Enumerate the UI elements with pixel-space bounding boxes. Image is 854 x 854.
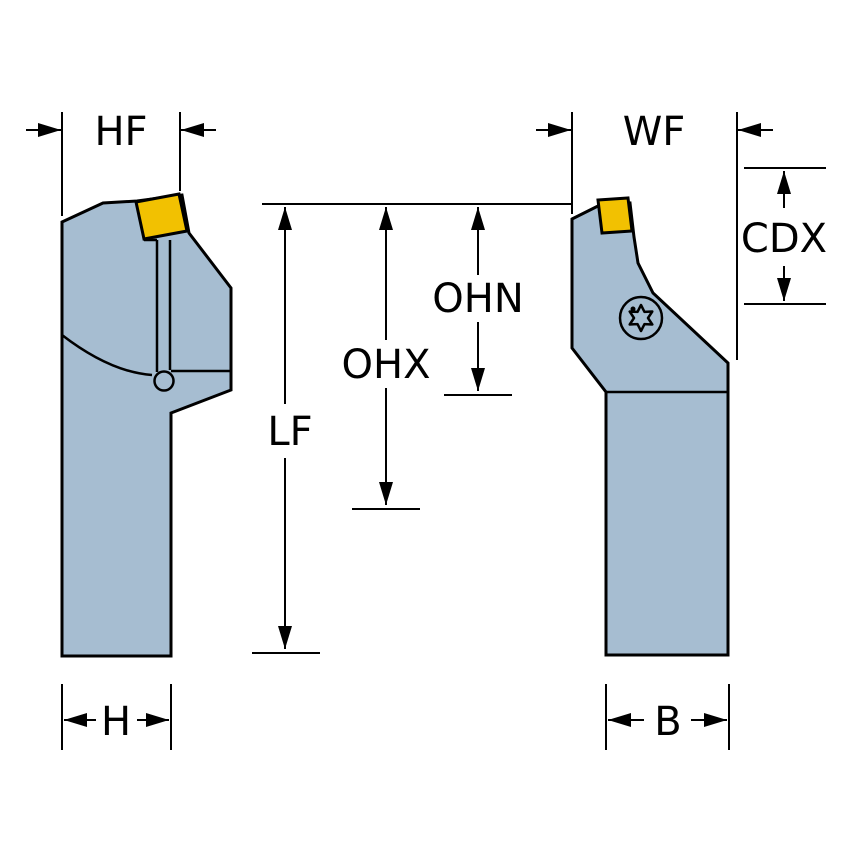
wf-label: WF [623, 109, 686, 155]
screw-highlight-dot [630, 306, 636, 312]
slot-relief-hole [153, 370, 175, 392]
dim-lf: LF [252, 207, 320, 654]
dim-b: B [605, 684, 730, 750]
insert-left-view [134, 192, 189, 241]
ohn-label: OHN [432, 276, 523, 322]
lf-label: LF [267, 409, 312, 455]
insert-right-view [596, 196, 634, 235]
hf-label: HF [94, 109, 147, 155]
clamp-screw [618, 295, 664, 341]
h-label: H [101, 699, 131, 745]
dim-h: H [61, 684, 172, 750]
right-view-body [570, 201, 730, 657]
right-view [570, 196, 730, 657]
dim-ohx: OHX [342, 207, 431, 510]
b-label: B [654, 699, 681, 745]
dim-ohn: OHN [432, 207, 524, 396]
dim-wf: WF [536, 109, 773, 360]
left-view [60, 192, 233, 658]
dim-cdx: CDX [741, 167, 827, 305]
dim-hf: HF [26, 109, 216, 216]
cdx-label: CDX [741, 216, 827, 262]
blade-seat-curve [61, 334, 153, 377]
left-view-body [60, 193, 233, 658]
ohx-label: OHX [342, 342, 431, 388]
torx-screw-icon [628, 303, 654, 333]
